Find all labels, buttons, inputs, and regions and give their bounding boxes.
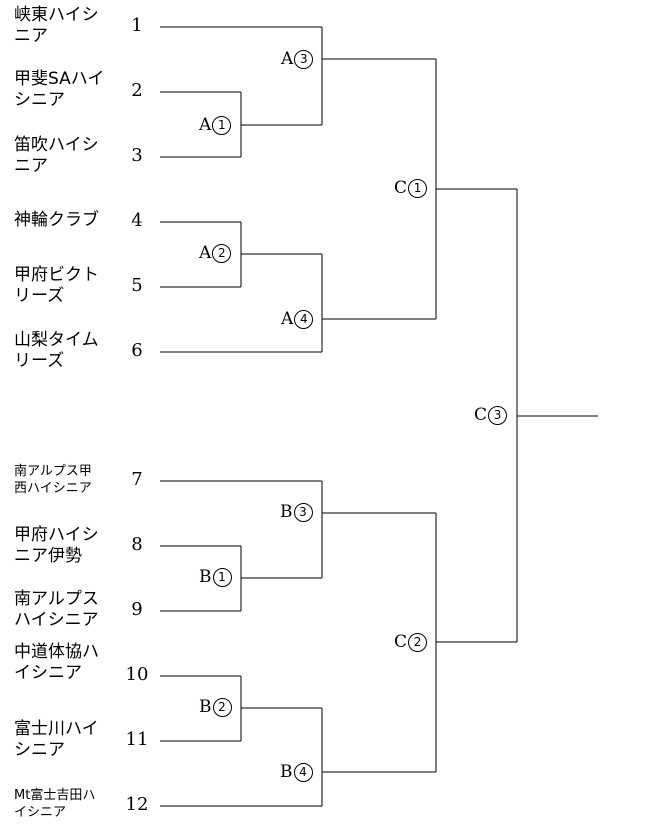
match-letter: B (199, 567, 212, 587)
match-letter: A (281, 309, 294, 329)
seed-number-11: 11 (125, 729, 149, 750)
seed-number-6: 6 (131, 340, 143, 361)
team-name-10: 中道体協ハイシニア (14, 642, 99, 683)
team-name-8: 甲府ハイシニア伊勢 (14, 525, 99, 566)
match-number-circle: 4 (294, 309, 314, 329)
seed-number-5: 5 (131, 275, 143, 296)
match-number-circle: 1 (408, 178, 428, 198)
seed-number-12: 12 (125, 794, 149, 815)
team-name-3: 笛吹ハイシニア (14, 135, 99, 176)
match-number-circle: 2 (408, 632, 428, 652)
seed-number-3: 3 (131, 145, 143, 166)
team-name-1: 峡東ハイシニア (14, 5, 99, 46)
match-letter: C (394, 632, 408, 652)
match-letter: B (280, 762, 293, 782)
seed-number-8: 8 (131, 534, 143, 555)
team-name-7: 南アルプス甲西ハイシニア (14, 464, 92, 496)
match-number-circle: 2 (212, 243, 232, 263)
team-name-9: 南アルプスハイシニア (14, 589, 99, 630)
match-number-circle: 3 (294, 49, 314, 69)
match-letter: A (199, 115, 212, 135)
seed-number-7: 7 (131, 469, 143, 490)
match-letter: B (199, 697, 212, 717)
seed-number-2: 2 (131, 80, 143, 101)
match-number-circle: 2 (212, 697, 232, 717)
seed-number-1: 1 (131, 15, 143, 36)
match-number-circle: 4 (293, 762, 313, 782)
team-name-6: 山梨タイムリーズ (14, 330, 99, 371)
seed-number-9: 9 (131, 599, 143, 620)
team-name-12: Mt富士吉田ハイシニア (14, 788, 96, 820)
match-letter: C (394, 178, 408, 198)
match-number-circle: 1 (212, 115, 232, 135)
match-letter: C (474, 405, 488, 425)
seed-number-4: 4 (131, 210, 143, 231)
match-letter: B (280, 502, 293, 522)
match-number-circle: 1 (212, 567, 232, 587)
team-name-4: 神輪クラブ (14, 210, 99, 230)
match-letter: A (199, 243, 212, 263)
seed-number-10: 10 (125, 664, 149, 685)
match-number-circle: 3 (488, 405, 508, 425)
match-letter: A (281, 49, 294, 69)
team-name-11: 富士川ハイシニア (14, 719, 99, 760)
team-name-2: 甲斐SAハイシニア (14, 69, 105, 110)
team-name-5: 甲府ビクトリーズ (14, 265, 99, 306)
match-number-circle: 3 (293, 502, 313, 522)
